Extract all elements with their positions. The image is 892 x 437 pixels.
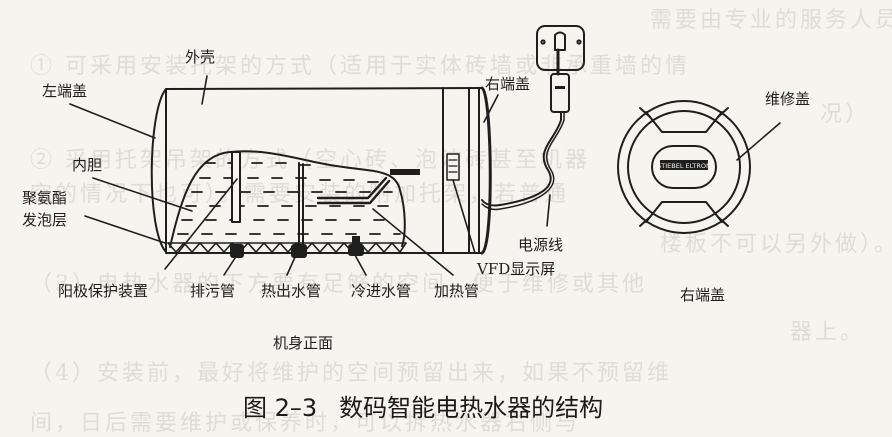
inner-tank bbox=[169, 150, 406, 248]
label-cold-inlet: 冷进水管 bbox=[351, 282, 412, 300]
label-inner-tank: 内胆 bbox=[72, 156, 103, 174]
brand-badge bbox=[390, 169, 420, 175]
label-right-end-cap: 右端盖 bbox=[485, 75, 531, 93]
foam-layer bbox=[167, 242, 407, 253]
right-end-cap-view bbox=[617, 100, 751, 234]
top-grip bbox=[645, 111, 723, 133]
label-foam-layer-line2: 发泡层 bbox=[22, 211, 68, 229]
figure-title: 数码智能电热水器的结构 bbox=[339, 394, 604, 422]
water-dashes bbox=[177, 162, 401, 235]
brand-plate-text: STIEBEL ELTRON bbox=[657, 162, 711, 170]
label-anode: 阳极保护装置 bbox=[58, 282, 149, 300]
label-heating-element: 加热管 bbox=[434, 282, 480, 300]
wall-socket bbox=[536, 25, 585, 71]
heating-element bbox=[316, 176, 391, 205]
power-cord-assembly bbox=[481, 25, 585, 211]
vfd-display bbox=[446, 153, 460, 181]
outer-shell bbox=[165, 87, 483, 254]
label-service-cover: 维修盖 bbox=[765, 90, 811, 108]
right-end-cap-edge bbox=[480, 86, 492, 255]
brand-plate bbox=[660, 160, 708, 170]
figure-number: 图 2–3 bbox=[243, 394, 318, 422]
pipe-fittings bbox=[230, 236, 364, 258]
label-left-end-cap: 左端盖 bbox=[42, 82, 88, 100]
label-drain-pipe: 排污管 bbox=[190, 282, 236, 300]
leader-lines bbox=[69, 75, 781, 276]
side-view-title: 右端盖 bbox=[680, 286, 726, 304]
tank-front-view bbox=[150, 86, 492, 258]
left-end-cap bbox=[150, 88, 167, 253]
label-power-cord: 电源线 bbox=[518, 236, 564, 254]
front-view-title: 机身正面 bbox=[273, 334, 334, 352]
label-vfd-display: VFD显示屏 bbox=[477, 260, 556, 278]
label-outer-shell: 外壳 bbox=[185, 48, 216, 66]
bottom-grip bbox=[645, 201, 723, 223]
figure-caption: 图 2–3 数码智能电热水器的结构 bbox=[243, 388, 603, 423]
anode-rod bbox=[231, 151, 241, 223]
service-cover bbox=[651, 145, 717, 189]
label-hot-outlet: 热出水管 bbox=[261, 282, 322, 300]
label-foam-layer-line1: 聚氨酯 bbox=[22, 189, 68, 207]
plug-box bbox=[550, 73, 570, 113]
